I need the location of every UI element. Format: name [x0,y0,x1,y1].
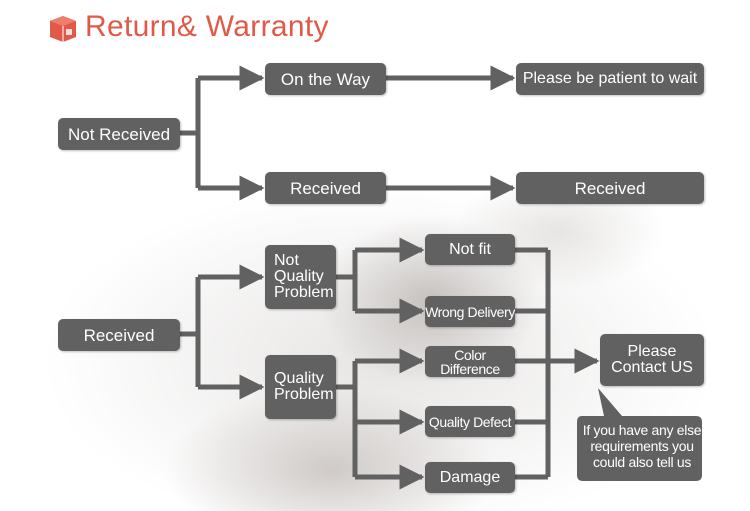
node-quality-defect: Quality Defect [425,406,515,437]
node-received-result: Received [516,172,704,204]
node-please-be-patient: Please be patient to wait [516,63,704,95]
node-not-quality-problem: Not Quality Problem [265,245,336,309]
note-text: If you have any else requirements you co… [582,422,702,470]
node-damage: Damage [425,462,515,493]
node-received-top: Received [265,172,386,204]
page-header: Return& Warranty [48,8,329,46]
node-not-received: Not Received [58,118,180,150]
node-on-the-way: On the Way [265,63,386,95]
node-received-bottom: Received [58,319,180,351]
node-color-difference: Color Difference [425,346,515,377]
box-icon [50,16,76,42]
page-title: Return& Warranty [85,10,329,43]
node-not-fit: Not fit [425,234,515,265]
node-please-contact-us: Please Contact US [600,334,704,386]
node-wrong-delivery: Wrong Delivery [425,296,515,327]
node-quality-problem: Quality Problem [265,355,336,419]
